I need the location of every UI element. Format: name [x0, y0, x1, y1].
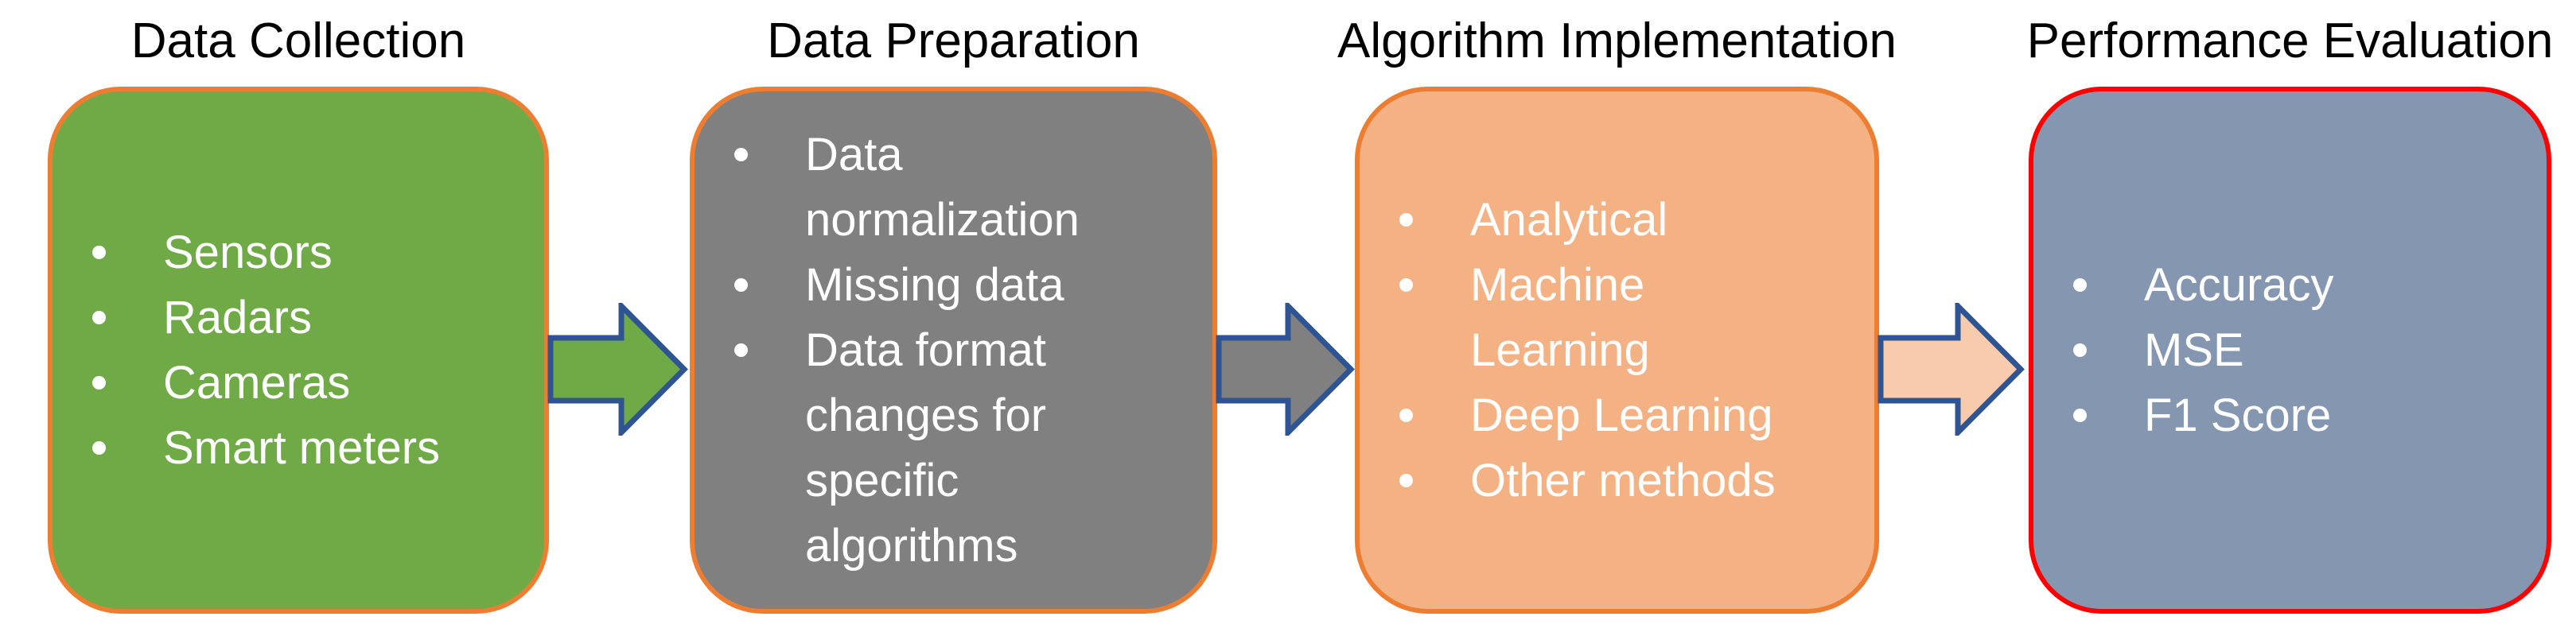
bullet-text: F1 Score	[2144, 389, 2332, 441]
bullet-dot-icon	[1399, 409, 1413, 422]
arrow-collection-to-preparation-icon	[547, 303, 688, 436]
bullet-text: normalization	[805, 193, 1080, 246]
bullet-item-line: Cameras	[92, 351, 531, 416]
bullet-text: specific	[805, 454, 959, 506]
bullet-dot-icon	[1399, 474, 1413, 487]
bullet-dot-icon	[2073, 409, 2087, 422]
stage-title-performance-evaluation: Performance Evaluation	[2026, 14, 2554, 68]
bullet-item-line: specific	[734, 448, 1200, 514]
bullet-text: changes for	[805, 389, 1047, 441]
bullet-text: Deep Learning	[1470, 389, 1773, 441]
bullet-text: Accuracy	[2144, 258, 2334, 311]
bullet-text: Radars	[163, 291, 312, 343]
bullet-item-line: Machine	[1399, 253, 1862, 318]
arrow-algorithm-to-evaluation-icon	[1878, 303, 2025, 436]
bullet-dot-icon	[92, 376, 106, 390]
bullet-item-line: Data	[734, 122, 1200, 188]
bullet-text: Data format	[805, 324, 1046, 376]
stage-title-algorithm-implementation: Algorithm Implementation	[1337, 14, 1897, 68]
bullet-item-line: Data format	[734, 318, 1200, 383]
bullet-dot-icon	[92, 311, 106, 324]
bullet-text: Sensors	[163, 226, 333, 278]
bullet-item-line: Analytical	[1399, 188, 1862, 253]
bullet-text: Missing data	[805, 258, 1064, 311]
bullet-text: Other methods	[1470, 454, 1776, 506]
stage-title-data-preparation: Data Preparation	[767, 14, 1140, 68]
bullet-item-line: Sensors	[92, 220, 531, 285]
bullet-text: Cameras	[163, 356, 351, 409]
stage-title-data-collection: Data Collection	[130, 14, 466, 68]
bullet-item-line: Deep Learning	[1399, 383, 1862, 448]
bullet-text: Smart meters	[163, 421, 441, 474]
bullet-text: Learning	[1470, 324, 1650, 376]
bullet-dot-icon	[92, 441, 106, 455]
bullet-dot-icon	[734, 343, 748, 357]
bullet-item-line: changes for	[734, 383, 1200, 448]
bullet-item-line: Accuracy	[2073, 253, 2534, 318]
bullet-dot-icon	[92, 246, 106, 259]
bullet-text: Data	[805, 128, 903, 180]
bullet-item-line: MSE	[2073, 318, 2534, 383]
bullet-dot-icon	[1399, 213, 1413, 227]
bullet-item-line: F1 Score	[2073, 383, 2534, 448]
bullet-dot-icon	[1399, 278, 1413, 292]
bullet-dot-icon	[734, 278, 748, 292]
bullet-item-line: Smart meters	[92, 416, 531, 481]
bullet-item-line: Other methods	[1399, 448, 1862, 514]
bullet-dot-icon	[2073, 343, 2087, 357]
bullet-item-line: algorithms	[734, 514, 1200, 579]
bullet-item-line: Learning	[1399, 318, 1862, 383]
bullet-text: MSE	[2144, 324, 2244, 376]
arrow-preparation-to-algorithm-icon	[1216, 303, 1355, 436]
bullet-item-line: Radars	[92, 285, 531, 351]
bullet-text: Analytical	[1470, 193, 1668, 246]
bullet-dot-icon	[2073, 278, 2087, 292]
bullet-text: Machine	[1470, 258, 1645, 311]
bullet-dot-icon	[734, 148, 748, 161]
bullet-item-line: Missing data	[734, 253, 1200, 318]
bullet-item-line: normalization	[734, 188, 1200, 253]
bullet-text: algorithms	[805, 519, 1018, 572]
